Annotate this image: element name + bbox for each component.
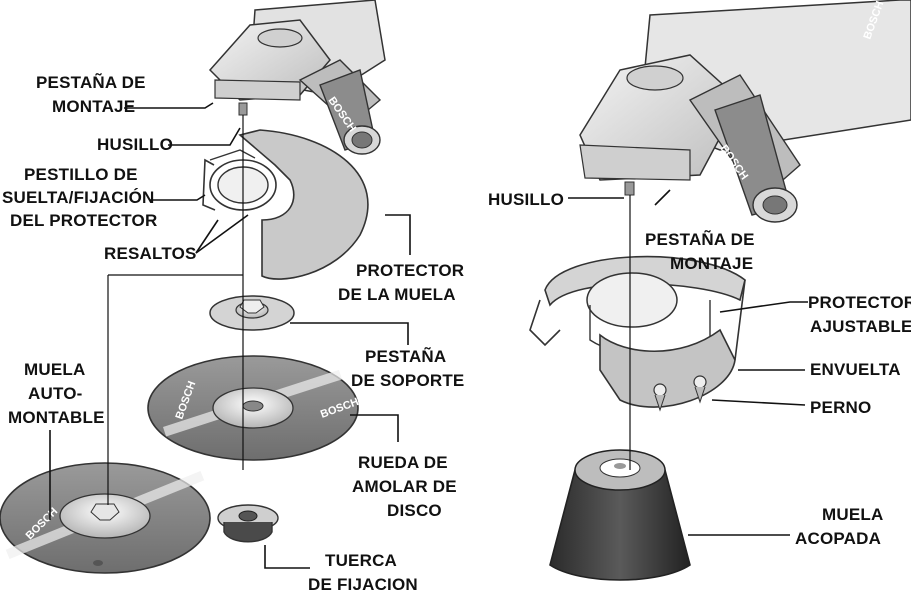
auto-mount-wheel: BOSCH	[0, 462, 211, 574]
label-rueda-disco-3: DISCO	[387, 501, 442, 520]
label-muela-auto-1: MUELA	[24, 360, 85, 379]
label-pestana-soporte-1: PESTAÑA	[365, 346, 446, 366]
label-pestana-montaje-r2: MONTAJE	[670, 254, 753, 273]
adjustable-guard	[529, 255, 746, 412]
label-pestillo-3: DEL PROTECTOR	[10, 211, 157, 230]
label-muela-acopada-1: MUELA	[822, 505, 883, 524]
label-protector-muela-2: DE LA MUELA	[338, 285, 456, 304]
label-rueda-disco-1: RUEDA DE	[358, 453, 448, 472]
left-leaders	[49, 102, 411, 569]
label-envuelta: ENVUELTA	[810, 360, 901, 379]
grinder-left: BOSCH	[208, 0, 386, 155]
label-pestillo-2: SUELTA/FIJACIÓN	[2, 188, 155, 207]
bolts	[653, 375, 707, 412]
right-labels: HUSILLO PESTAÑA DE MONTAJE PROTECTOR AJU…	[488, 190, 911, 548]
label-resaltos: RESALTOS	[104, 244, 197, 263]
label-pestillo-1: PESTILLO DE	[24, 165, 138, 184]
label-muela-auto-2: AUTO-	[28, 384, 83, 403]
label-muela-acopada-2: ACOPADA	[795, 529, 881, 548]
lock-nut	[217, 504, 279, 543]
grinding-disc: BOSCH BOSCH	[147, 355, 360, 461]
label-protector-ajustable-2: AJUSTABLE	[810, 317, 911, 336]
label-protector-muela-1: PROTECTOR	[356, 261, 464, 280]
label-husillo-right: HUSILLO	[488, 190, 564, 209]
label-protector-ajustable-1: PROTECTOR	[808, 293, 911, 312]
right-assembly: BOSCH BOSCH	[529, 0, 911, 581]
label-husillo-left: HUSILLO	[97, 135, 173, 154]
label-tuerca-2: DE FIJACION	[308, 575, 418, 594]
label-rueda-disco-2: AMOLAR DE	[352, 477, 457, 496]
label-tuerca-1: TUERCA	[325, 551, 397, 570]
grinder-right: BOSCH BOSCH	[579, 0, 911, 223]
label-perno: PERNO	[810, 398, 871, 417]
left-assembly: BOSCH BOSCH BOSCH	[0, 0, 386, 574]
right-leaders	[568, 189, 808, 536]
backing-flange	[209, 295, 295, 331]
label-pestana-montaje-1: PESTAÑA DE	[36, 72, 146, 92]
label-pestana-montaje-2: MONTAJE	[52, 97, 135, 116]
cup-wheel	[549, 449, 691, 581]
label-muela-auto-3: MONTABLE	[8, 408, 105, 427]
left-labels: PESTAÑA DE MONTAJE HUSILLO PESTILLO DE S…	[2, 72, 464, 594]
label-pestana-soporte-2: DE SOPORTE	[351, 371, 464, 390]
wheel-guard	[202, 129, 369, 280]
label-pestana-montaje-r1: PESTAÑA DE	[645, 229, 755, 249]
